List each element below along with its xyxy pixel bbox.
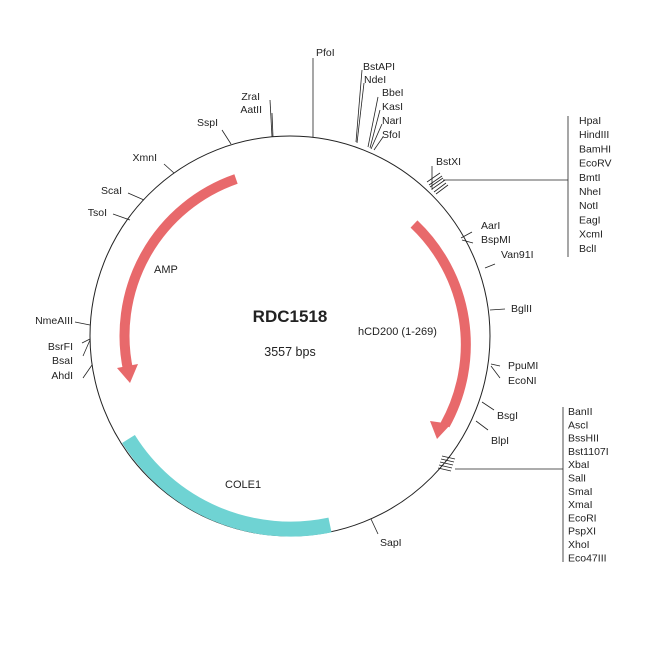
site-label-tsoi: TsoI bbox=[88, 207, 107, 219]
mcs-bottom-site-xmai: XmaI bbox=[568, 499, 593, 511]
mcs-top-site-ecorv: EcoRV bbox=[579, 158, 612, 170]
site-label-bsgi: BsgI bbox=[497, 410, 518, 422]
site-label-ahdi: AhdI bbox=[51, 370, 73, 382]
cole1-block bbox=[122, 435, 332, 537]
site-line-aari bbox=[460, 231, 473, 239]
site-label-nmeaiii: NmeAIII bbox=[35, 315, 73, 327]
mcs-top-site-nhei: NheI bbox=[579, 186, 601, 198]
mcs-bottom-site-xbai: XbaI bbox=[568, 459, 590, 471]
mcs-top-site-bcli: BclI bbox=[579, 243, 597, 255]
site-line-sspi bbox=[221, 129, 232, 145]
site-label-sapi: SapI bbox=[380, 537, 402, 549]
mcs-bottom-site-pspxi: PspXI bbox=[568, 526, 596, 538]
mcs-bottom-site-bst1107i: Bst1107I bbox=[568, 446, 609, 458]
site-line-bsgi bbox=[481, 401, 495, 411]
mcs-bottom-site-ecori: EcoRI bbox=[568, 512, 597, 524]
amp-arrow bbox=[119, 174, 238, 374]
mcs-top-site-bamhi: BamHI bbox=[579, 143, 611, 155]
site-line-bsai bbox=[82, 339, 91, 357]
feature-label-amp: AMP bbox=[154, 264, 178, 276]
plasmid-name: RDC1518 bbox=[253, 307, 328, 326]
site-label-sfoi: SfoI bbox=[382, 129, 401, 141]
site-line-bstapi bbox=[355, 69, 363, 143]
site-line-econi bbox=[490, 365, 501, 379]
site-line-kasi bbox=[369, 109, 381, 149]
site-line-zrai bbox=[269, 99, 273, 138]
site-line-scai bbox=[127, 192, 145, 201]
site-label-bsai: BsaI bbox=[52, 355, 73, 367]
mcs-top-site-bmti: BmtI bbox=[579, 172, 601, 184]
site-line-blpi bbox=[475, 420, 489, 431]
mcs-bottom-list: BanIIAscIBssHIIBst1107IXbaISalISmaIXmaIE… bbox=[568, 406, 609, 564]
amp-arrowhead bbox=[117, 364, 138, 383]
site-label-pfoi: PfoI bbox=[316, 47, 335, 59]
feature-arcs bbox=[117, 174, 471, 537]
site-line-xmni bbox=[163, 163, 175, 174]
site-label-ndei: NdeI bbox=[364, 74, 386, 86]
site-line-ndei bbox=[356, 82, 365, 144]
site-line-bsrfi bbox=[81, 338, 91, 344]
site-line-nari bbox=[370, 123, 383, 150]
site-label-van91i: Van91I bbox=[501, 249, 534, 261]
site-label-bstxi: BstXI bbox=[436, 156, 461, 168]
hcd200-arrowhead bbox=[430, 421, 451, 439]
site-line-bglii bbox=[489, 308, 506, 311]
mcs-bottom-site-eco47iii: Eco47III bbox=[568, 552, 607, 564]
mcs-top-site-eagi: EagI bbox=[579, 214, 601, 226]
mcs-bottom-site-smai: SmaI bbox=[568, 486, 593, 498]
mcs-bottom-site-xhoi: XhoI bbox=[568, 539, 590, 551]
site-label-bstapi: BstAPI bbox=[363, 61, 395, 73]
site-label-blpi: BlpI bbox=[491, 435, 509, 447]
site-line-sapi bbox=[370, 518, 379, 535]
site-label-bbei: BbeI bbox=[382, 87, 404, 99]
feature-label-cole1: COLE1 bbox=[225, 479, 261, 491]
site-label-bsrfi: BsrFI bbox=[48, 341, 73, 353]
mcs-top-ticks bbox=[426, 116, 569, 257]
site-line-aatii bbox=[271, 112, 274, 138]
mcs-top-site-hpai: HpaI bbox=[579, 115, 601, 127]
site-label-bglii: BglII bbox=[511, 303, 532, 315]
site-label-sspi: SspI bbox=[197, 117, 218, 129]
feature-label-hcd200: hCD200 (1-269) bbox=[358, 326, 437, 338]
mcs-top-list: HpaI HindIII BamHI EcoRV BmtI NheI NotI EagI Xcm… bbox=[579, 115, 612, 255]
site-label-scai: ScaI bbox=[101, 185, 122, 197]
mcs-top-site-hindiii: HindIII bbox=[579, 129, 609, 141]
site-line-van91i bbox=[484, 263, 496, 269]
site-label-zrai: ZraI bbox=[241, 91, 260, 103]
site-label-ppumi: PpuMI bbox=[508, 360, 538, 372]
site-line-ahdi bbox=[82, 364, 93, 379]
hcd200-arrow bbox=[410, 220, 471, 428]
site-label-kasi: KasI bbox=[382, 101, 403, 113]
site-label-nari: NarI bbox=[382, 115, 402, 127]
site-label-econi: EcoNI bbox=[508, 375, 537, 387]
site-line-bbei bbox=[367, 96, 379, 148]
site-label-xmni: XmnI bbox=[132, 152, 157, 164]
plasmid-size: 3557 bps bbox=[264, 345, 315, 359]
site-line-ppumi bbox=[490, 363, 501, 367]
site-label-aari: AarI bbox=[481, 220, 500, 232]
mcs-top-site-xcmi: XcmI bbox=[579, 229, 603, 241]
site-label-aatii: AatII bbox=[240, 104, 262, 116]
site-line-tsoi bbox=[112, 213, 131, 221]
site-label-bspmi: BspMI bbox=[481, 234, 511, 246]
site-line-bspmi bbox=[461, 239, 474, 244]
site-line-nmeaiii bbox=[74, 321, 91, 326]
site-line-sfoi bbox=[373, 136, 384, 151]
mcs-bottom-site-sali: SalI bbox=[568, 473, 586, 485]
mcs-top-site-noti: NotI bbox=[579, 200, 598, 212]
mcs-bottom-site-asci: AscI bbox=[568, 419, 588, 431]
mcs-bottom-site-bsshii: BssHII bbox=[568, 433, 599, 445]
mcs-bottom-site-banii: BanII bbox=[568, 406, 593, 418]
mcs-bottom-ticks bbox=[437, 407, 564, 562]
